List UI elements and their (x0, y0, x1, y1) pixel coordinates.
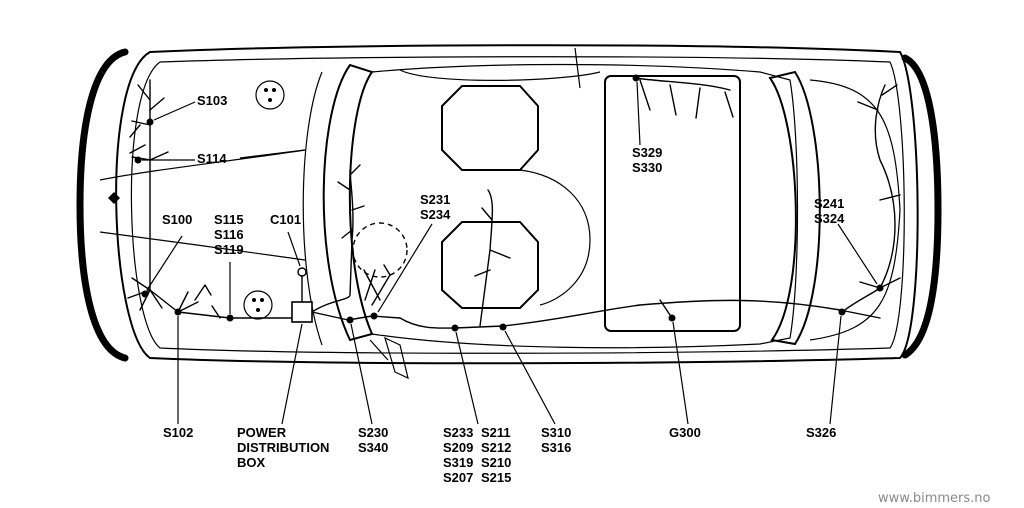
label-s115: S115 (214, 212, 244, 227)
label-s233: S233 (443, 425, 473, 440)
node-s103 (146, 118, 154, 126)
label-s114: S114 (197, 151, 227, 166)
node-s115 (226, 314, 234, 322)
label-pdb-line2: DISTRIBUTION (237, 440, 329, 455)
harness-dash (311, 169, 354, 313)
label-s340: S340 (358, 440, 388, 455)
label-c101: C101 (270, 212, 301, 227)
label-pdb-line1: POWER (237, 425, 287, 440)
strut-top-front-right (243, 290, 273, 320)
label-s234: S234 (420, 207, 451, 222)
node-s100 (141, 290, 149, 298)
front-bumper (76, 48, 129, 362)
label-s211: S211 (481, 425, 511, 440)
front-seat-right (441, 221, 539, 309)
label-s230: S230 (358, 425, 388, 440)
label-s212: S212 (481, 440, 511, 455)
label-s241: S241 (814, 196, 844, 211)
label-s231: S231 (420, 192, 450, 207)
node-s102 (174, 308, 182, 316)
body-outline (115, 44, 919, 365)
hood-line-upper (99, 149, 306, 181)
car-body (76, 44, 942, 380)
power-distribution-box (291, 301, 313, 323)
label-s319: S319 (443, 455, 473, 470)
hood-line-lower (99, 231, 306, 261)
rear-bumper (901, 54, 942, 359)
center-console (519, 169, 591, 306)
node-s233 (451, 324, 459, 332)
label-s209: S209 (443, 440, 473, 455)
label-s326: S326 (806, 425, 836, 440)
label-g300: G300 (669, 425, 701, 440)
rear-seat (604, 75, 741, 332)
label-s100: S100 (162, 212, 192, 227)
node-s310 (499, 323, 507, 331)
labels: S103 S114 S100 S115 S116 S119 C101 S231 … (162, 93, 991, 506)
node-s231 (370, 312, 378, 320)
b-pillar-top (574, 47, 581, 89)
label-s207: S207 (443, 470, 473, 485)
node-s329 (632, 74, 640, 82)
rear-window (768, 70, 821, 346)
watermark: www.bimmers.no (878, 491, 991, 506)
front-seat-left (441, 85, 539, 171)
node-s230 (346, 316, 354, 324)
a-pillar-line (302, 71, 323, 346)
label-s102: S102 (163, 425, 193, 440)
label-s116: S116 (214, 227, 244, 242)
c101-connector (297, 267, 307, 277)
label-s329: S329 (632, 145, 662, 160)
label-s330: S330 (632, 160, 662, 175)
shift-lever (384, 336, 409, 380)
harness-cabin-front (311, 311, 401, 321)
label-s310: S310 (541, 425, 571, 440)
label-s103: S103 (197, 93, 227, 108)
windshield (322, 63, 374, 342)
cabin-outline (371, 63, 799, 349)
splice-points (134, 74, 884, 332)
harness-front (149, 79, 297, 319)
label-s215: S215 (481, 470, 511, 485)
label-s119: S119 (214, 242, 244, 257)
label-pdb-line3: BOX (237, 455, 266, 470)
harness-floor (399, 299, 881, 329)
node-s326 (838, 308, 846, 316)
steering-wheel-outline (352, 222, 408, 278)
hood-latch (108, 192, 120, 204)
trunk-lid (809, 79, 901, 341)
node-g300 (668, 314, 676, 322)
strut-top-front-left (255, 80, 285, 110)
node-s241 (876, 284, 884, 292)
harness-rear-seat (635, 77, 734, 119)
label-s210: S210 (481, 455, 511, 470)
door-line-top (399, 69, 601, 81)
harness-trunk (841, 84, 896, 313)
leader-lines (142, 81, 878, 425)
label-s324: S324 (814, 211, 845, 226)
body-inner-outline (130, 56, 905, 354)
label-s316: S316 (541, 440, 571, 455)
node-s114 (134, 156, 142, 164)
